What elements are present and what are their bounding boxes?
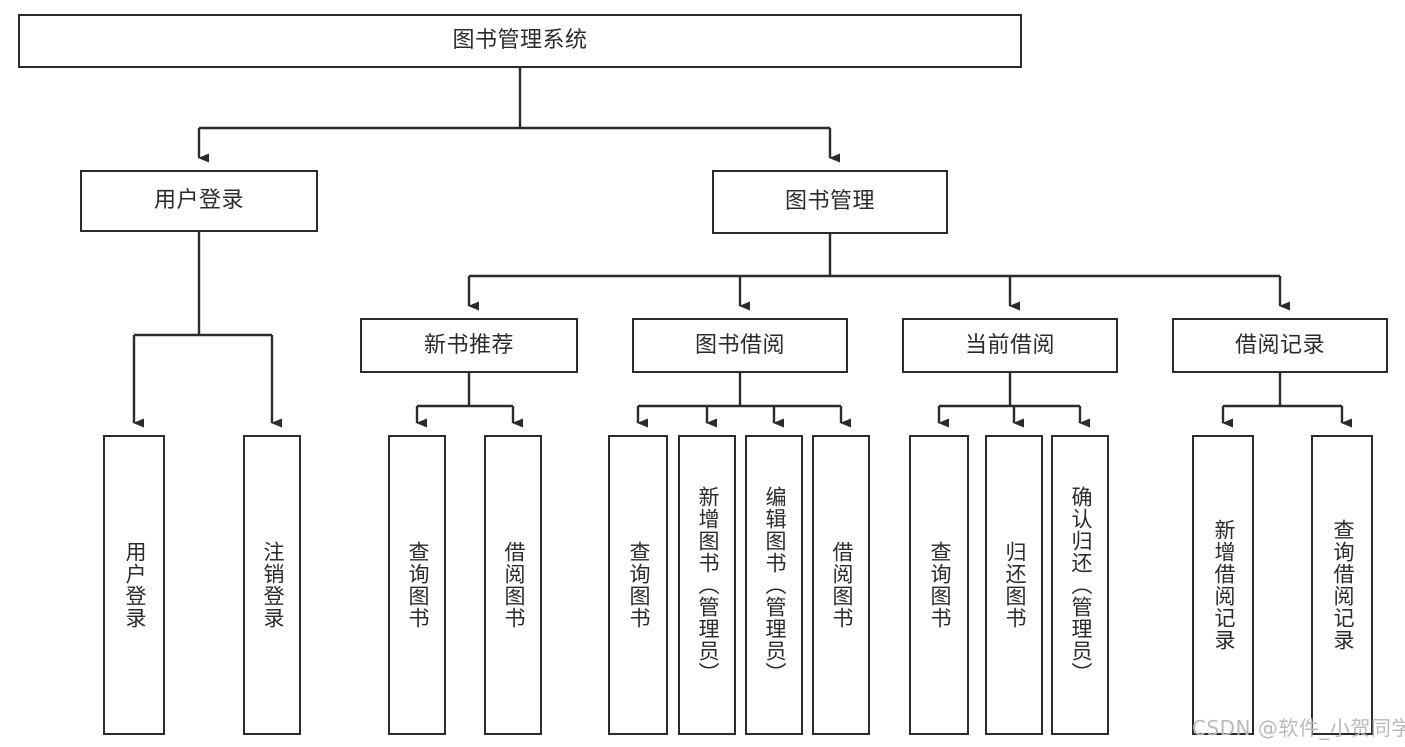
node-label: 归还图书 <box>1002 541 1027 629</box>
watermark: CSDN @软件_小贺同学 <box>1192 716 1405 740</box>
node-leaf-current-query-book[interactable]: 查询图书 <box>909 435 969 735</box>
node-leaf-current-confirm-return[interactable]: 确认归还（管理员） <box>1051 435 1109 735</box>
node-book-borrow[interactable]: 图书借阅 <box>632 318 848 373</box>
node-label: 图书管理 <box>784 189 875 215</box>
node-root[interactable]: 图书管理系统 <box>18 14 1022 68</box>
node-borrow-record[interactable]: 借阅记录 <box>1172 318 1388 373</box>
node-label: 借阅记录 <box>1234 332 1325 358</box>
node-leaf-user-logout[interactable]: 注销登录 <box>243 435 301 735</box>
node-label: 图书借阅 <box>694 332 785 358</box>
node-label: 查询图书 <box>626 541 651 629</box>
node-label: 用户登录 <box>153 188 244 214</box>
node-leaf-record-add[interactable]: 新增借阅记录 <box>1192 435 1254 735</box>
node-label: 图书管理系统 <box>452 28 588 54</box>
node-new-book-recommendation[interactable]: 新书推荐 <box>360 318 578 373</box>
node-label: 借阅图书 <box>829 541 854 629</box>
node-label: 借阅图书 <box>501 541 526 629</box>
node-leaf-rec-query-book[interactable]: 查询图书 <box>388 435 446 735</box>
node-leaf-record-query[interactable]: 查询借阅记录 <box>1311 435 1373 735</box>
node-leaf-rec-borrow-book[interactable]: 借阅图书 <box>484 435 542 735</box>
node-label: 新书推荐 <box>423 332 514 358</box>
node-leaf-borrow-borrow-book[interactable]: 借阅图书 <box>812 435 870 735</box>
node-user-login[interactable]: 用户登录 <box>80 170 318 232</box>
node-label: 确认归还（管理员） <box>1068 486 1093 684</box>
node-label: 新增借阅记录 <box>1211 519 1236 651</box>
node-label: 新增图书（管理员） <box>695 486 720 684</box>
node-label: 编辑图书（管理员） <box>762 486 787 684</box>
node-label: 当前借阅 <box>964 332 1055 358</box>
node-current-borrow[interactable]: 当前借阅 <box>902 318 1118 373</box>
node-leaf-borrow-query-book[interactable]: 查询图书 <box>608 435 668 735</box>
node-leaf-borrow-edit-book[interactable]: 编辑图书（管理员） <box>745 435 803 735</box>
node-leaf-current-return-book[interactable]: 归还图书 <box>985 435 1043 735</box>
node-label: 用户登录 <box>122 541 147 629</box>
node-leaf-borrow-add-book[interactable]: 新增图书（管理员） <box>678 435 736 735</box>
node-label: 查询借阅记录 <box>1330 519 1355 651</box>
node-leaf-user-login[interactable]: 用户登录 <box>103 435 165 735</box>
node-label: 注销登录 <box>260 541 285 629</box>
node-label: 查询图书 <box>405 541 430 629</box>
node-label: 查询图书 <box>927 541 952 629</box>
node-book-management[interactable]: 图书管理 <box>712 170 948 234</box>
